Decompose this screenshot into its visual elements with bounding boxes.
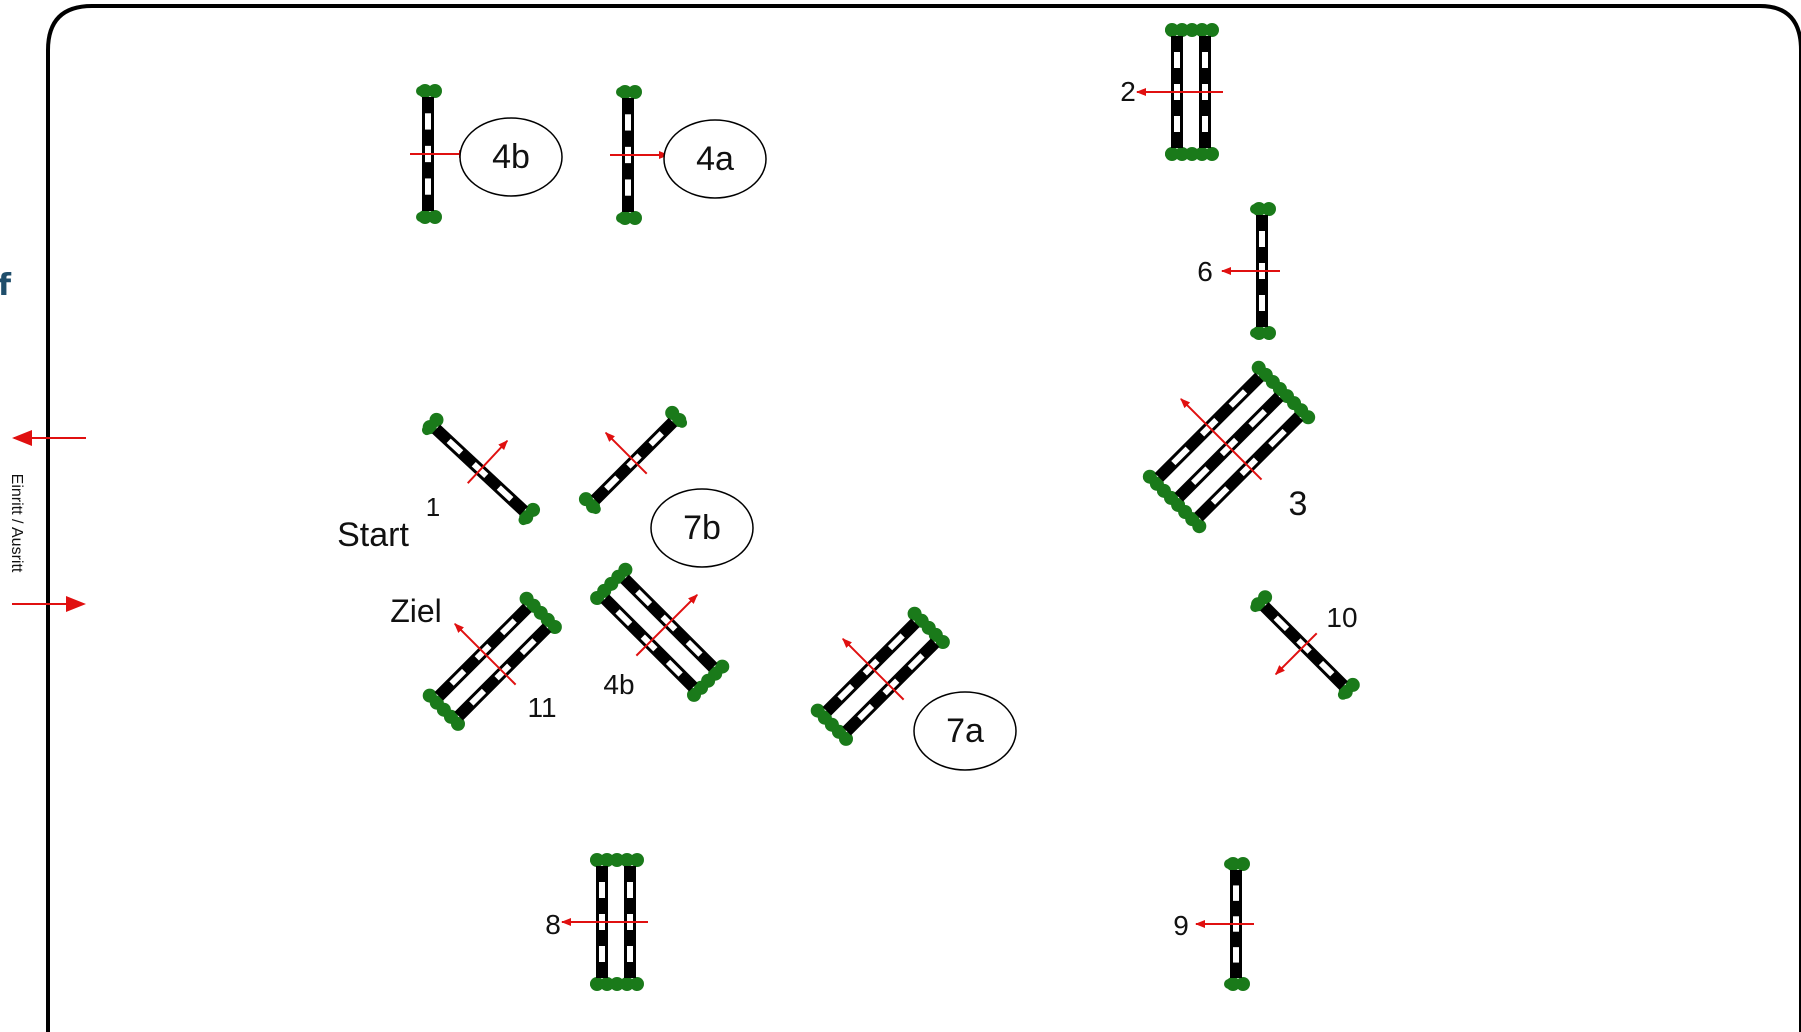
jump-label-10: 10: [1326, 602, 1357, 633]
jump-6-stand: [1250, 202, 1276, 216]
jump-3-stand: [1142, 469, 1207, 534]
jump-2-stand: [1165, 147, 1219, 161]
jump-6: [1221, 202, 1280, 340]
jump-9: [1195, 857, 1254, 991]
jump-1: [421, 412, 541, 526]
jump-7b-stand: [578, 492, 601, 515]
jump-4b: [410, 84, 469, 224]
jump-10-stand: [1250, 590, 1273, 613]
circle-4b: [459, 117, 563, 197]
jump-10: [1250, 590, 1360, 700]
jump-6-stand: [1250, 326, 1276, 340]
jump-label-4a: 4a: [696, 140, 734, 178]
jump-7a-stand: [810, 703, 853, 746]
circle-4a: [663, 119, 767, 199]
jump-10-stand: [1337, 677, 1360, 700]
jump-9-stand: [1224, 977, 1250, 991]
jump-label-11: 11: [527, 692, 556, 723]
jump-label-5: 4b: [603, 669, 634, 700]
jump-7a-direction-arrow: [842, 638, 905, 701]
jump-5-stand: [687, 659, 730, 702]
jump-4a-stand: [616, 85, 642, 99]
combination-labels: 4b 4a 7b 7a: [459, 117, 1017, 771]
jump-11-stand: [422, 688, 465, 731]
jump-2-stand: [1165, 23, 1219, 37]
edge-letter: f: [0, 268, 12, 303]
arena-border: [46, 4, 1801, 1032]
jump-label-9: 9: [1173, 910, 1189, 941]
jump-8-stand: [590, 853, 644, 867]
jump-label-7a: 7a: [946, 712, 984, 750]
jump-11-direction-arrow: [454, 623, 517, 686]
finish-label: Ziel: [390, 593, 442, 629]
entrance-label: Einritt / Ausritt: [8, 474, 25, 573]
jump-7a-stand: [907, 606, 950, 649]
jump-label-7b: 7b: [683, 509, 721, 547]
jump-label-8: 8: [545, 909, 561, 940]
jump-5-stand: [590, 562, 633, 605]
jump-3: [1142, 360, 1316, 534]
jump-11-stand: [519, 591, 562, 634]
entrance-exit-arrows: [12, 430, 86, 612]
jump-2: [1136, 23, 1223, 161]
jump-1-stand: [421, 412, 444, 436]
jump-label-6: 6: [1197, 256, 1213, 287]
jump-3-direction-arrow: [1180, 398, 1263, 481]
jump-labels: 1 2 3 4b 6 8 9 10 11: [426, 76, 1358, 941]
jump-9-stand: [1224, 857, 1250, 871]
jump-4b-stand: [416, 84, 442, 98]
jump-1-stand: [518, 502, 541, 526]
jump-label-3: 3: [1289, 485, 1308, 523]
circle-7b: [650, 488, 754, 568]
jump-7b-direction-arrow: [605, 432, 648, 475]
jump-7b: [578, 405, 688, 515]
jump-8-stand: [590, 977, 644, 991]
jump-4a-stand: [616, 211, 642, 225]
jump-11: [422, 591, 562, 731]
jump-4b-stand: [416, 210, 442, 224]
jump-5-direction-arrow: [635, 594, 698, 657]
jump-4a: [610, 85, 669, 225]
jump-5: [590, 562, 730, 702]
circle-7a: [913, 691, 1017, 771]
jump-7b-stand: [665, 405, 688, 428]
jump-10-direction-arrow: [1275, 632, 1318, 675]
jump-1-direction-arrow: [466, 440, 509, 484]
jump-label-2: 2: [1120, 76, 1136, 107]
jump-label-4b: 4b: [492, 138, 530, 176]
jump-7a: [810, 606, 950, 746]
jumps-layer: [410, 23, 1360, 991]
start-label: Start: [337, 516, 409, 554]
jump-3-stand: [1251, 360, 1316, 425]
jump-label-1: 1: [426, 492, 440, 522]
jump-8: [561, 853, 648, 991]
